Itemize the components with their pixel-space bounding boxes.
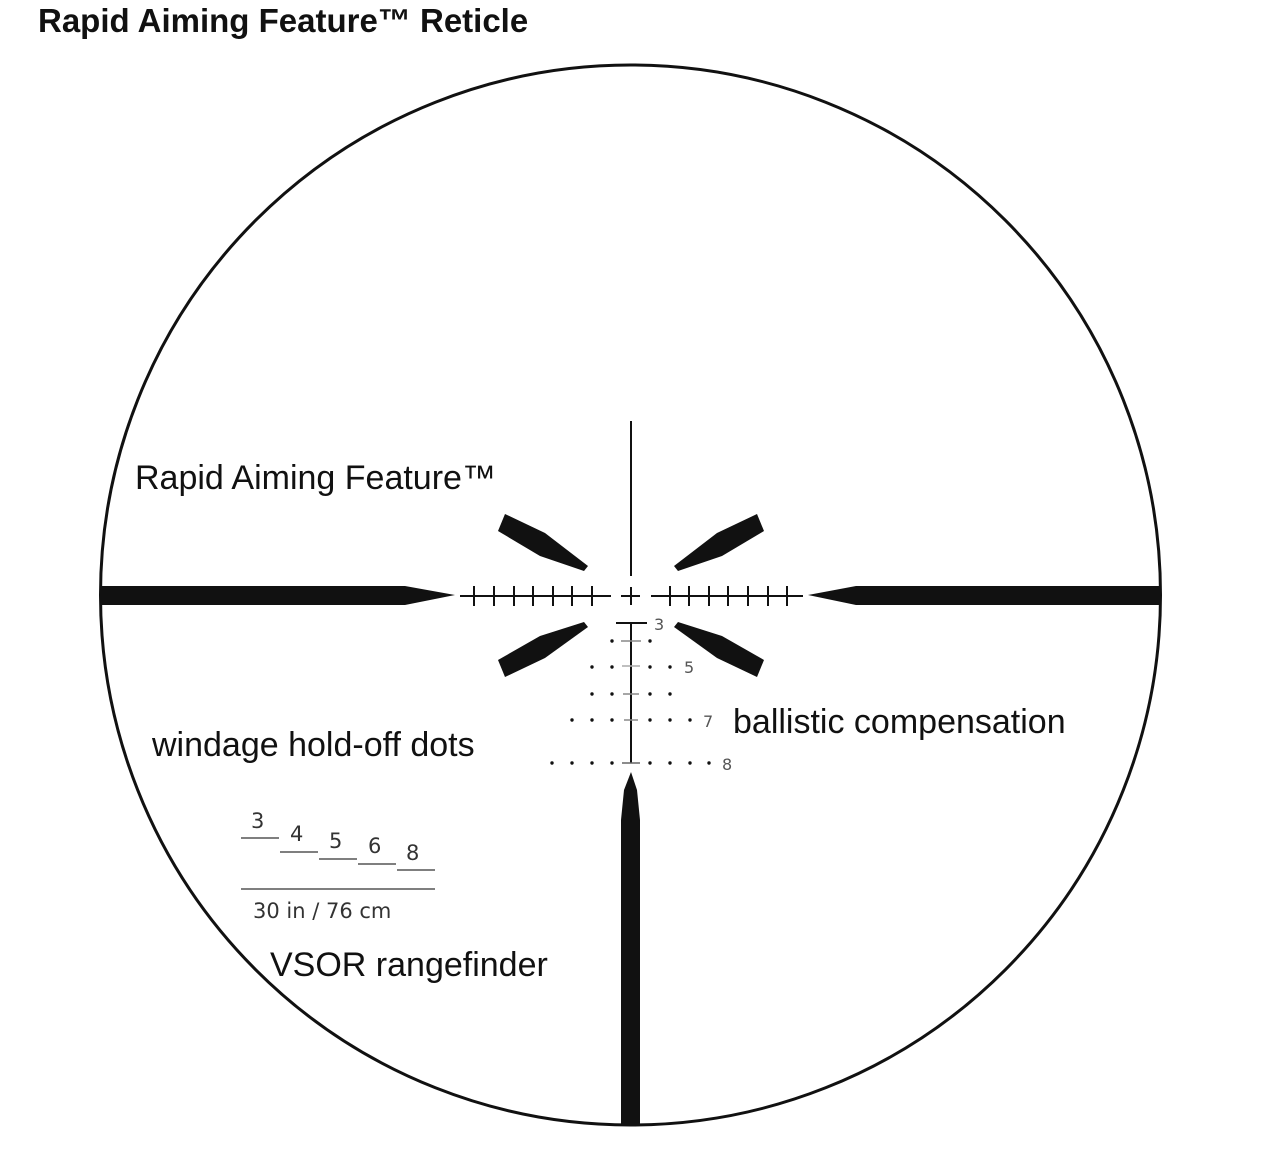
page-title: Rapid Aiming Feature™ Reticle [38,2,529,39]
right-post [808,586,1160,605]
heavy-posts [101,586,1160,1124]
chevron-lower-right [674,622,764,677]
label-windage: windage hold-off dots [151,726,475,764]
windage-dots [550,639,711,765]
ballistic-mark-3: 3 [654,615,664,634]
rapid-aiming-chevrons [498,514,764,677]
fine-crosshair [460,421,803,606]
left-post [101,586,455,605]
vsor-step-5: 5 [329,829,342,853]
label-ballistic: ballistic compensation [733,703,1066,741]
ballistic-mark-7: 7 [703,712,713,731]
vsor-step-8: 8 [406,841,419,865]
vsor-step-4: 4 [290,822,303,846]
label-rapid-aiming: Rapid Aiming Feature™ [135,459,496,497]
vsor-step-6: 6 [368,834,381,858]
label-vsor: VSOR rangefinder [270,946,548,984]
vsor-step-3: 3 [251,809,264,833]
ballistic-mark-8: 8 [722,755,732,774]
bottom-post [621,772,640,1124]
vsor-reference: 30 in / 76 cm [253,899,391,923]
ballistic-stadia [616,622,647,764]
field-of-view-circle [99,63,1162,1127]
chevron-lower-left [498,622,588,677]
ballistic-mark-5: 5 [684,658,694,677]
chevron-upper-right [674,514,764,571]
vsor-rangefinder: 3 4 5 6 8 30 in / 76 cm [241,809,435,923]
chevron-upper-left [498,514,588,571]
